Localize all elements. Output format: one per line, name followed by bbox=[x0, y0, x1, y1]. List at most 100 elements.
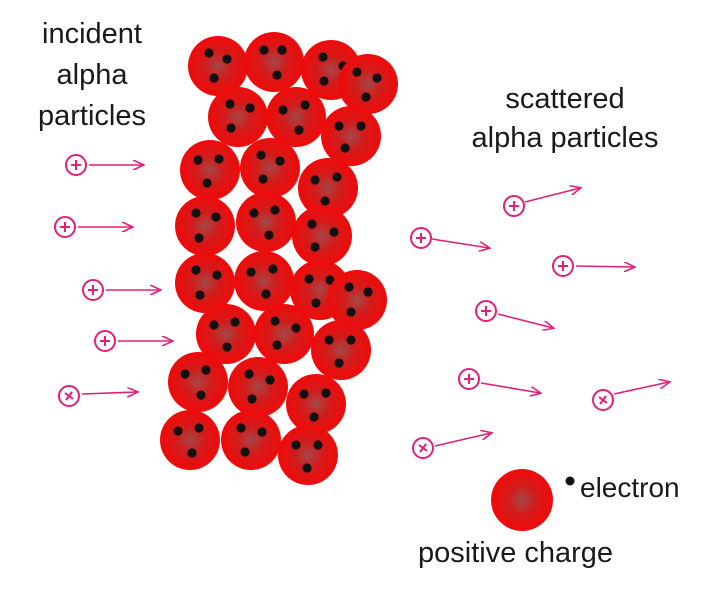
scattered-alpha-particle-9 bbox=[475, 300, 553, 328]
positive-sphere bbox=[168, 352, 228, 412]
trajectory-arrow bbox=[524, 188, 580, 203]
electron-dot bbox=[187, 448, 197, 458]
scattered-alpha-particle-10 bbox=[458, 368, 540, 393]
electron-dot bbox=[191, 208, 201, 218]
electron-dot bbox=[344, 282, 354, 292]
atom-11 bbox=[175, 196, 235, 256]
electron-dot bbox=[214, 154, 224, 164]
atom-6 bbox=[266, 87, 326, 147]
electron-dot bbox=[257, 427, 267, 437]
electron-dot bbox=[256, 150, 266, 160]
electron-dot bbox=[272, 70, 282, 80]
electron-dot bbox=[302, 463, 312, 473]
electron-dot bbox=[246, 267, 256, 277]
electron-dot bbox=[201, 365, 211, 375]
electron-dot bbox=[278, 105, 288, 115]
incident-alpha-particle-1 bbox=[65, 154, 143, 176]
electron-dot bbox=[310, 242, 320, 252]
positive-sphere bbox=[228, 357, 288, 417]
electron-dot bbox=[191, 265, 201, 275]
positive-sphere bbox=[221, 410, 281, 470]
electron-label: electron bbox=[580, 472, 680, 503]
positive-sphere bbox=[208, 87, 268, 147]
positive-sphere bbox=[180, 140, 240, 200]
electron-dot bbox=[334, 358, 344, 368]
atom-19 bbox=[254, 304, 314, 364]
electron-dot bbox=[275, 156, 285, 166]
electron-dot bbox=[309, 412, 319, 422]
electron-dot bbox=[270, 205, 280, 215]
red-sphere-icon bbox=[491, 469, 553, 531]
incident-label-line-2: alpha bbox=[56, 59, 128, 91]
electron-dot bbox=[261, 289, 271, 299]
electron-dot bbox=[299, 389, 309, 399]
electron-dot bbox=[249, 208, 259, 218]
electron-dot bbox=[264, 230, 274, 240]
atom-25 bbox=[221, 410, 281, 470]
positive-sphere bbox=[234, 251, 294, 311]
atom-15 bbox=[234, 251, 294, 311]
electron-dot bbox=[259, 45, 269, 55]
plus-circle-icon bbox=[54, 216, 76, 238]
electron-dot bbox=[193, 155, 203, 165]
plus-circle-icon bbox=[58, 385, 80, 407]
plus-circle-icon bbox=[475, 300, 497, 322]
electron-dot bbox=[307, 219, 317, 229]
atom-14 bbox=[175, 253, 235, 313]
scattered-label-line-1: scattered bbox=[505, 83, 625, 115]
positive-sphere bbox=[188, 36, 248, 96]
atom-24 bbox=[160, 410, 220, 470]
electron-dot bbox=[268, 264, 278, 274]
atom-23 bbox=[286, 374, 346, 434]
atom-13 bbox=[292, 206, 352, 266]
atom-10 bbox=[298, 158, 358, 218]
positive-sphere bbox=[175, 196, 235, 256]
atom-12 bbox=[236, 192, 296, 252]
plus-stroke-2 bbox=[65, 391, 73, 401]
electron-dot bbox=[180, 369, 190, 379]
plus-circle-icon bbox=[552, 255, 574, 277]
positive-sphere bbox=[278, 425, 338, 485]
electron-dot bbox=[225, 99, 235, 109]
positive-sphere bbox=[311, 320, 371, 380]
positive-sphere bbox=[175, 253, 235, 313]
electron-dot bbox=[195, 290, 205, 300]
electron-dot bbox=[334, 121, 344, 131]
alpha-particles bbox=[54, 154, 669, 459]
scattered-alpha-particles-label: scattered alpha particles bbox=[460, 80, 670, 158]
electron-dot bbox=[277, 45, 287, 55]
electron-dot bbox=[329, 227, 339, 237]
electron-dot bbox=[272, 340, 282, 350]
electron-dot bbox=[173, 426, 183, 436]
electron-dot bbox=[363, 287, 373, 297]
electron-dot bbox=[294, 125, 304, 135]
positive-sphere bbox=[292, 206, 352, 266]
positive-sphere bbox=[196, 304, 256, 364]
scattered-alpha-particle-11 bbox=[592, 382, 669, 411]
electron-dot bbox=[194, 233, 204, 243]
electron-dot bbox=[304, 274, 314, 284]
incident-alpha-particle-5 bbox=[58, 385, 137, 407]
electron-dot bbox=[240, 447, 250, 457]
atom-4 bbox=[338, 54, 398, 114]
electron-dot bbox=[372, 73, 382, 83]
trajectory-arrow bbox=[497, 313, 553, 328]
trajectory-arrow bbox=[480, 382, 540, 393]
electron-dot bbox=[311, 298, 321, 308]
electron-dot bbox=[209, 73, 219, 83]
electron-dot bbox=[352, 67, 362, 77]
positive-sphere bbox=[236, 192, 296, 252]
electron-dot bbox=[222, 342, 232, 352]
electron-dot bbox=[321, 388, 331, 398]
electron-dot bbox=[270, 316, 280, 326]
plus-circle-icon bbox=[412, 437, 434, 459]
electron-dot bbox=[247, 394, 257, 404]
atom-9 bbox=[240, 138, 300, 198]
positive-sphere bbox=[327, 270, 387, 330]
positive-sphere bbox=[244, 32, 304, 92]
electron-dot bbox=[244, 369, 254, 379]
electron-dot bbox=[346, 335, 356, 345]
atom-8 bbox=[180, 140, 240, 200]
trajectory-arrow bbox=[613, 382, 669, 395]
electron-dot bbox=[212, 270, 222, 280]
